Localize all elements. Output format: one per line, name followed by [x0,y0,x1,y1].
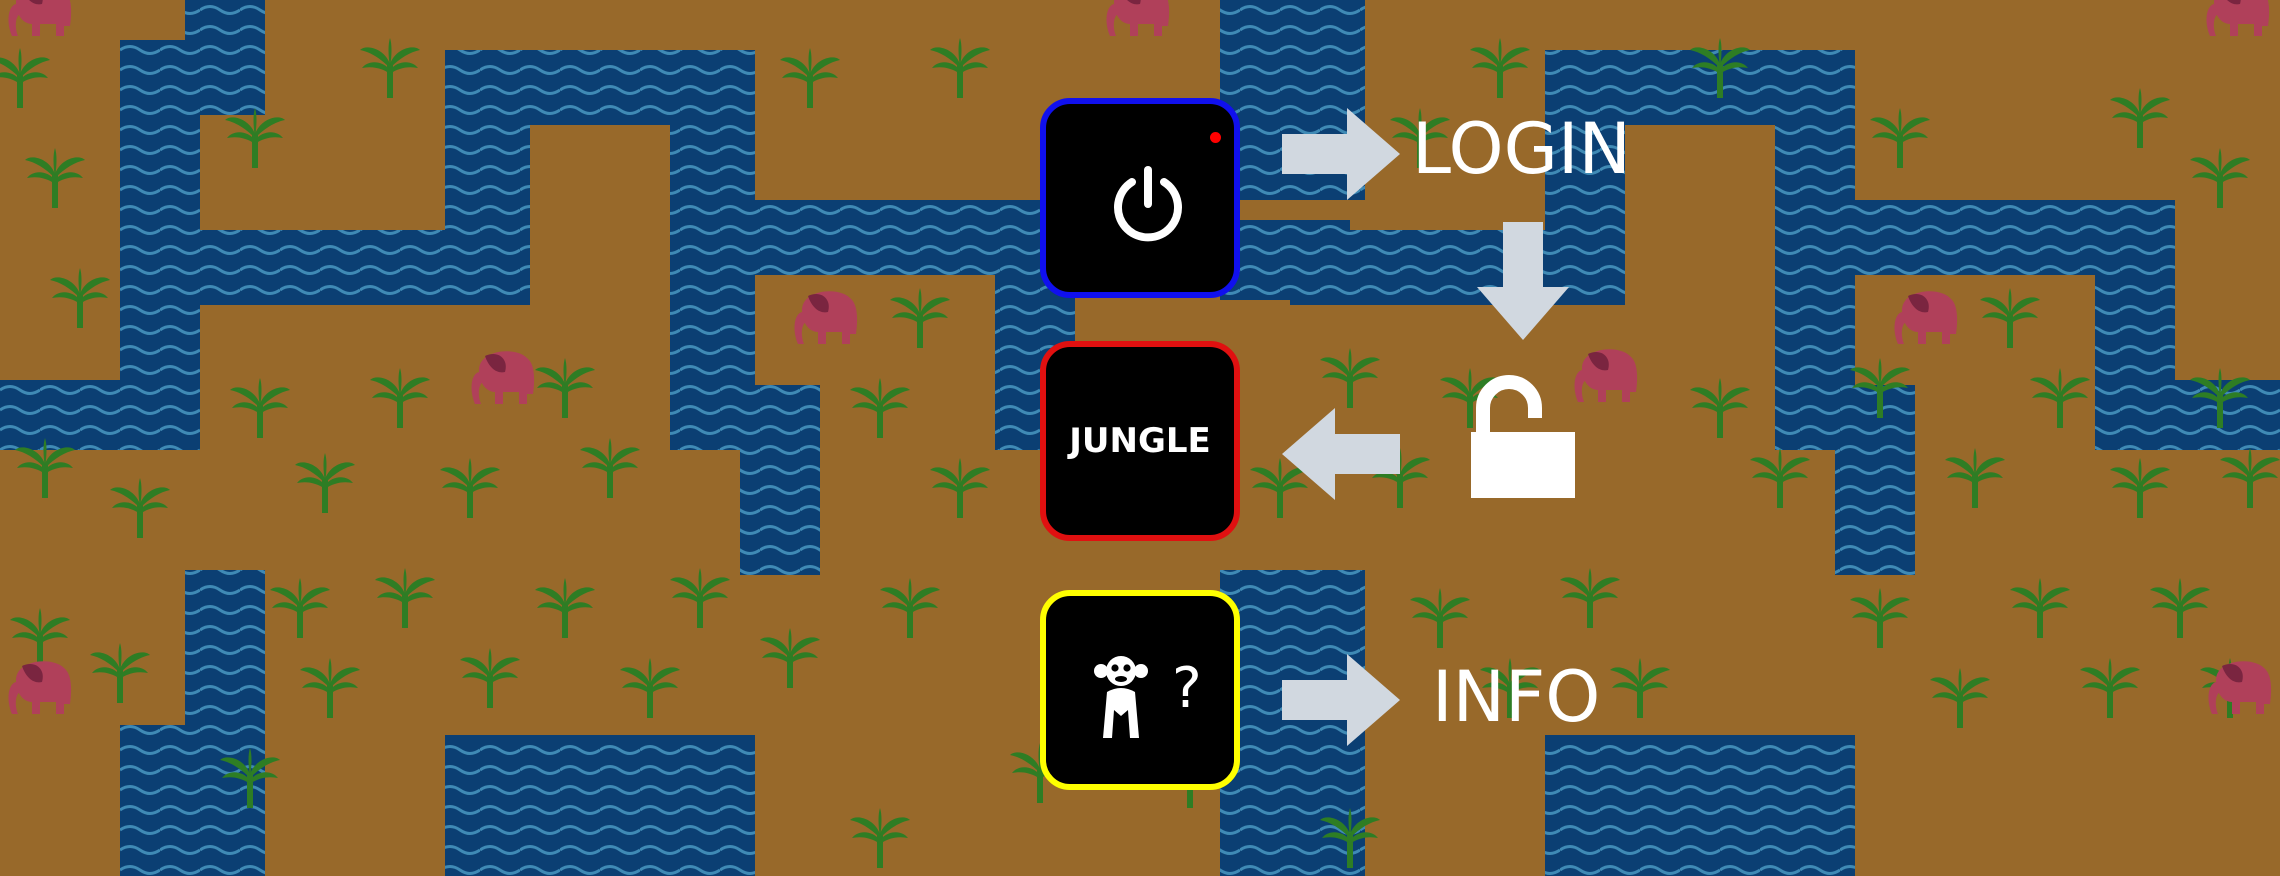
jungle-button-label: JUNGLE [1069,421,1211,461]
info-label: INFO [1432,656,1601,738]
padlock-open-icon [1471,375,1575,498]
power-button[interactable] [1040,98,1240,298]
login-label: LOGIN [1412,108,1631,190]
arrow-right-icon [1282,108,1400,200]
arrow-right-icon [1282,654,1400,746]
monkey-icon [1094,656,1148,738]
info-question-mark: ? [1172,656,1202,721]
arrow-down-icon [1477,222,1569,340]
arrow-left-icon [1282,408,1400,500]
info-button[interactable]: ? [1040,590,1240,790]
jungle-button[interactable]: JUNGLE [1040,341,1240,541]
power-icon [1114,166,1182,242]
status-led-icon [1210,132,1221,143]
